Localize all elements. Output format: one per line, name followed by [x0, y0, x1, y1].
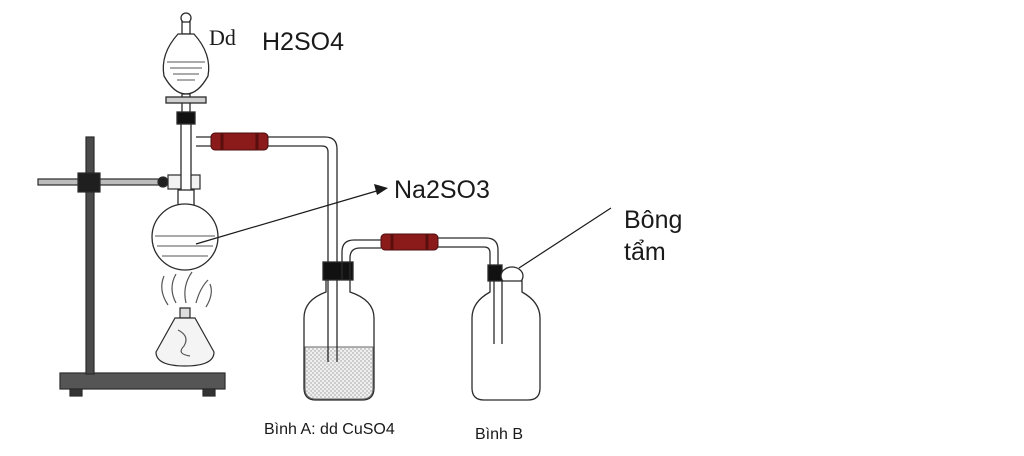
na2so3-arrowhead [374, 184, 388, 195]
flask-reagent-label: Na2SO3 [394, 176, 490, 204]
delivery-tube-2 [438, 237, 499, 265]
stand-foot-left [69, 388, 83, 397]
rubber-connector-2 [380, 233, 439, 251]
bottle-a-caption: Bình A: dd CuSO4 [264, 421, 395, 438]
spirit-lamp [155, 271, 215, 367]
flame [161, 271, 212, 308]
flask-bulb [151, 203, 219, 271]
delivery-tube-1 [196, 136, 338, 262]
leader-lines [195, 184, 612, 269]
clamp-knob [157, 176, 169, 188]
stand-foot-right [202, 388, 216, 397]
funnel-stopcock [165, 96, 207, 104]
round-bottom-flask [151, 189, 219, 271]
funnel-prefix-label: Dd [209, 25, 236, 50]
rubber-connector-1 [210, 132, 269, 151]
stand-rod [85, 136, 95, 375]
bottle-b [471, 264, 541, 401]
bottle-b-stopper [487, 264, 503, 282]
cotton-leader [518, 207, 612, 269]
retort-stand [37, 136, 226, 397]
bottle-a-stopper [322, 261, 354, 281]
bottle-b-body [471, 280, 541, 401]
lamp-body [155, 317, 215, 367]
cotton-label-line1: Bông [624, 206, 683, 234]
stand-base [59, 372, 226, 390]
bottle-a [303, 239, 381, 401]
funnel-bulb [162, 33, 210, 95]
na2so3-leader [195, 189, 381, 245]
cotton-label-line2: tẩm [624, 238, 666, 266]
bottle-b-caption: Bình B [475, 426, 524, 443]
dropping-funnel [162, 12, 210, 241]
funnel-reagent-label: H2SO4 [262, 28, 344, 56]
bottle-a-liquid [304, 346, 374, 400]
clamp-boss [77, 172, 101, 193]
cotton-label: Bông tẩm [624, 204, 682, 268]
